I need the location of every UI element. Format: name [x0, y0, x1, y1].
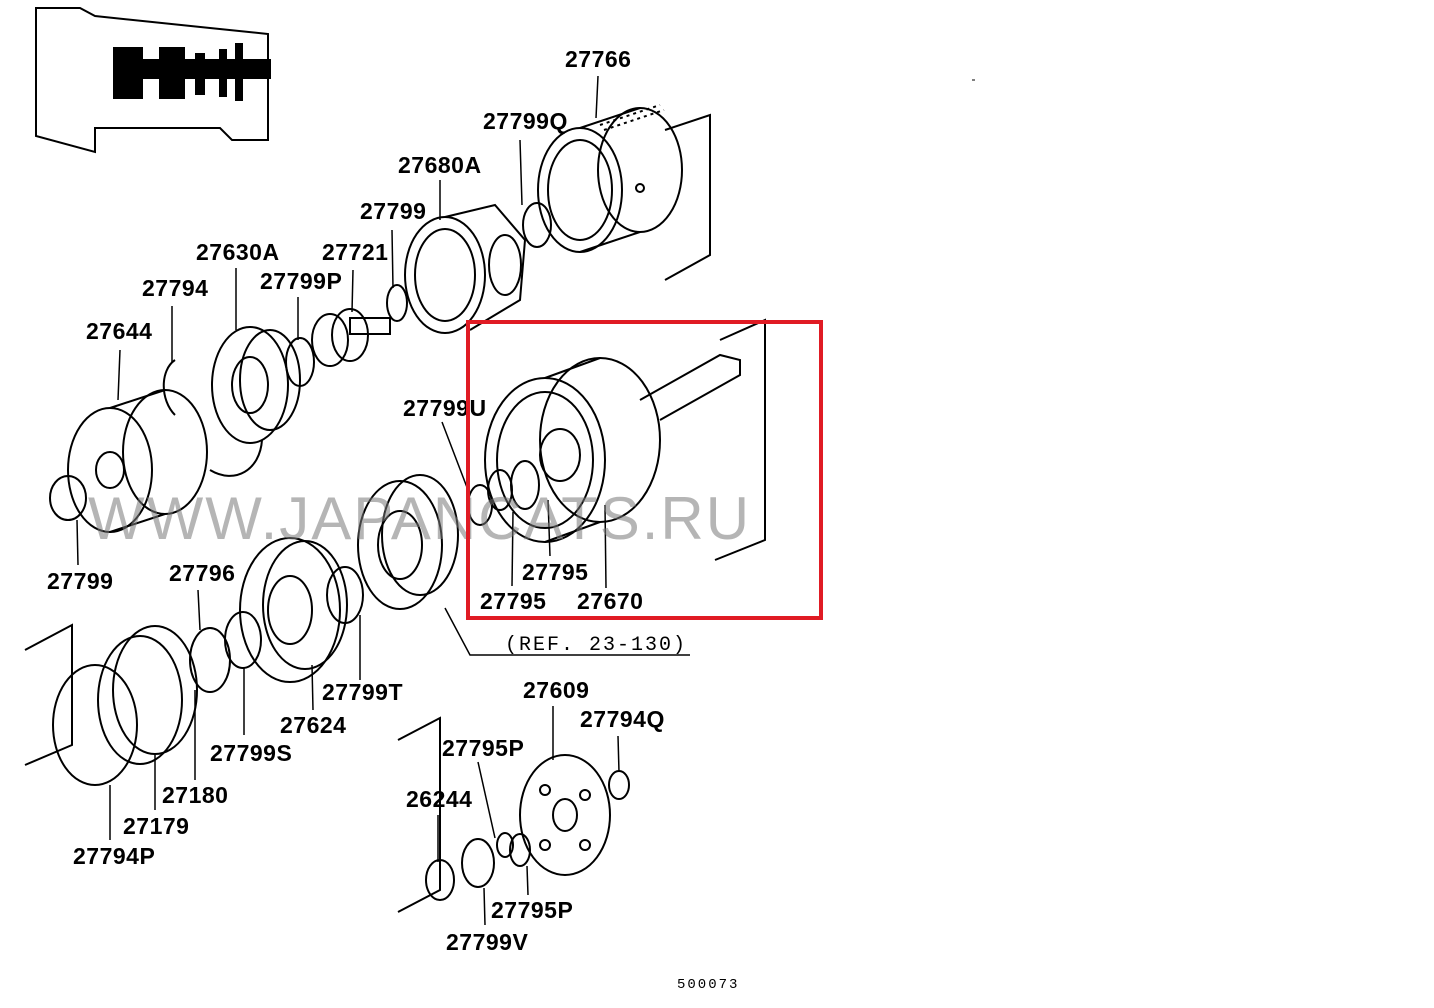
- reference-note[interactable]: (REF. 23-130): [505, 634, 688, 657]
- part-label[interactable]: 27624: [280, 712, 347, 738]
- part-label[interactable]: 27180: [162, 782, 229, 808]
- part-label[interactable]: 27795P: [491, 897, 574, 923]
- snap-ring-27794-icon: [162, 359, 176, 416]
- part-label[interactable]: 27799T: [322, 679, 404, 705]
- part-label[interactable]: 27799Q: [483, 108, 568, 134]
- part-label[interactable]: 27794: [142, 275, 209, 301]
- part-label[interactable]: 27609: [523, 677, 590, 703]
- ring-27794Q-icon: [608, 770, 630, 800]
- diagram-code: 500073: [677, 977, 740, 993]
- part-label[interactable]: 27680A: [398, 152, 482, 178]
- part-label[interactable]: 27795: [480, 588, 547, 614]
- washer-27799-left-icon: [49, 475, 87, 521]
- part-label[interactable]: 27799P: [260, 268, 343, 294]
- transmission-thumbnail-icon: [35, 7, 271, 154]
- bearing-26244-icon: [425, 859, 455, 901]
- part-label[interactable]: 27795P: [442, 735, 525, 761]
- gear-27609-icon: [519, 754, 611, 876]
- drum-27644-icon: [67, 389, 208, 533]
- piston-27179-icon: [97, 625, 198, 765]
- part-label[interactable]: 27799S: [210, 740, 293, 766]
- part-label[interactable]: 27644: [86, 318, 153, 344]
- gear-27721-icon: [311, 308, 391, 367]
- part-label[interactable]: 27670: [577, 588, 644, 614]
- planetary-27630A-icon: [211, 326, 301, 444]
- part-label[interactable]: 27796: [169, 560, 236, 586]
- part-label[interactable]: 27630A: [196, 239, 280, 265]
- hub-27624-icon: [239, 537, 348, 683]
- part-label[interactable]: 26244: [406, 786, 473, 812]
- part-label[interactable]: 27721: [322, 239, 389, 265]
- part-label[interactable]: 27766: [565, 46, 632, 72]
- part-label[interactable]: 27794P: [73, 843, 156, 869]
- washer-27799V-icon: [461, 838, 495, 888]
- ring-27799T-icon: [326, 566, 364, 624]
- part-label[interactable]: 27799U: [403, 395, 487, 421]
- ring-27799Q-icon: [522, 202, 552, 248]
- part-label[interactable]: 27794Q: [580, 706, 665, 732]
- drum-27796-icon: [357, 474, 459, 610]
- drum-27766-icon: [537, 104, 711, 281]
- watermark: WWW.JAPANCATS.RU: [88, 485, 752, 552]
- carrier-27680A-icon: [404, 203, 527, 334]
- snap-ring-27795P-icon: [509, 833, 531, 867]
- highlight-box: [466, 320, 823, 620]
- part-label[interactable]: 27799: [360, 198, 427, 224]
- part-label[interactable]: 27799: [47, 568, 114, 594]
- part-label[interactable]: 27179: [123, 813, 190, 839]
- part-label[interactable]: 27795: [522, 559, 589, 585]
- washer-27180-icon: [189, 627, 231, 693]
- ring-27799-upper-icon: [386, 284, 408, 322]
- output-drum-27670-icon: [484, 318, 766, 561]
- part-label[interactable]: 27799V: [446, 929, 529, 955]
- ring-27794P-icon: [52, 664, 138, 786]
